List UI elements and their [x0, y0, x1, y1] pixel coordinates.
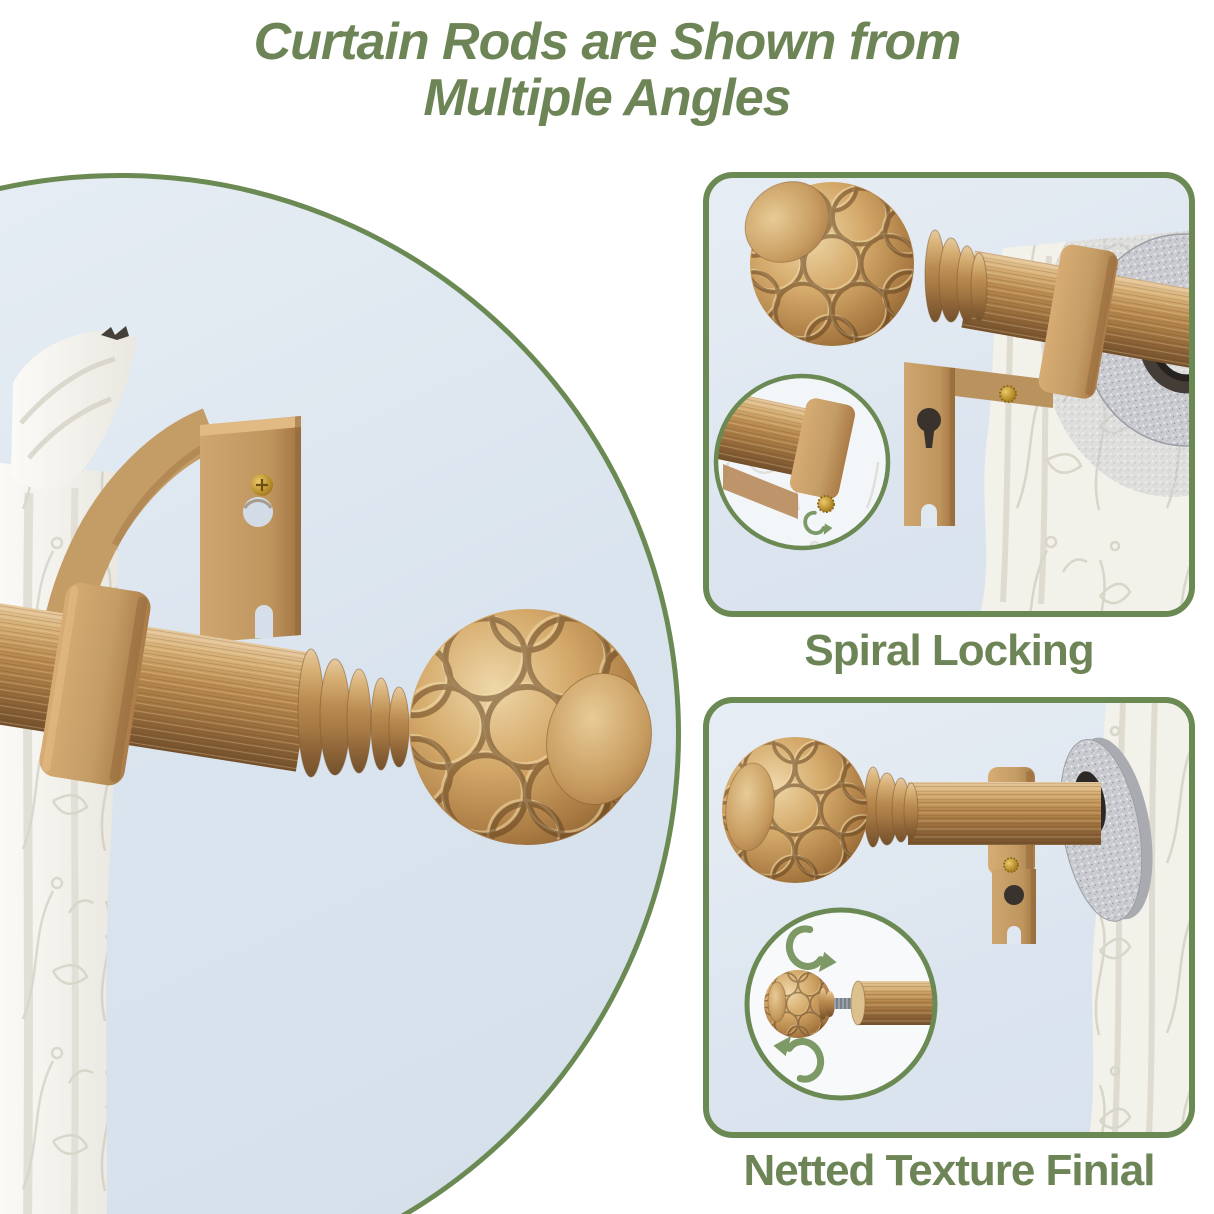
bracket-notch — [1007, 926, 1021, 944]
finial-end-cap — [744, 181, 830, 263]
finial-screw-thread — [834, 998, 853, 1009]
wall-bracket — [200, 416, 301, 643]
hero-scene — [0, 326, 681, 1214]
gold-knurled-screw — [999, 385, 1017, 403]
rod-clip — [39, 582, 151, 786]
main-photo-circle — [0, 173, 681, 1214]
netted-finial — [727, 172, 934, 367]
netted-finial-scene — [703, 703, 1189, 1132]
curtain-rod — [908, 782, 1101, 845]
rod-clip — [1038, 244, 1118, 399]
finial-collar-rings — [924, 229, 988, 323]
netted-finial — [376, 576, 675, 875]
page-title: Curtain Rods are Shown from Multiple Ang… — [0, 14, 1214, 126]
bracket-notch — [255, 605, 273, 638]
curtain-tip-detail — [101, 326, 129, 340]
finial-screw-inset-circle — [744, 907, 938, 1101]
spiral-locking-scene — [713, 172, 1189, 611]
caption-netted-texture-finial: Netted Texture Finial — [743, 1146, 1156, 1195]
bracket-keyhole — [917, 408, 941, 448]
gold-knurled-screw — [1003, 857, 1019, 873]
caption-spiral-locking: Spiral Locking — [804, 626, 1094, 675]
finial-end-cap — [546, 672, 652, 806]
page-title-line1: Curtain Rods are Shown from — [253, 13, 962, 71]
netted-finial-photo-panel — [703, 697, 1195, 1138]
wall-bracket — [992, 857, 1036, 944]
finial-end-cap — [725, 762, 775, 852]
bracket-notch — [921, 504, 937, 528]
page-title-line2: Multiple Angles — [423, 69, 791, 128]
mini-rod-piece — [850, 980, 934, 1026]
bracket-hole — [243, 497, 273, 527]
netted-finial — [703, 717, 886, 902]
spiral-lock-inset-circle — [713, 373, 891, 551]
gold-thumbscrew — [817, 495, 835, 513]
bracket-hole — [1004, 885, 1024, 905]
wall-bracket — [904, 362, 1053, 528]
finial-collar-rings — [297, 648, 410, 778]
finial-collar-rings — [863, 766, 919, 848]
spiral-locking-photo-panel — [703, 172, 1195, 617]
